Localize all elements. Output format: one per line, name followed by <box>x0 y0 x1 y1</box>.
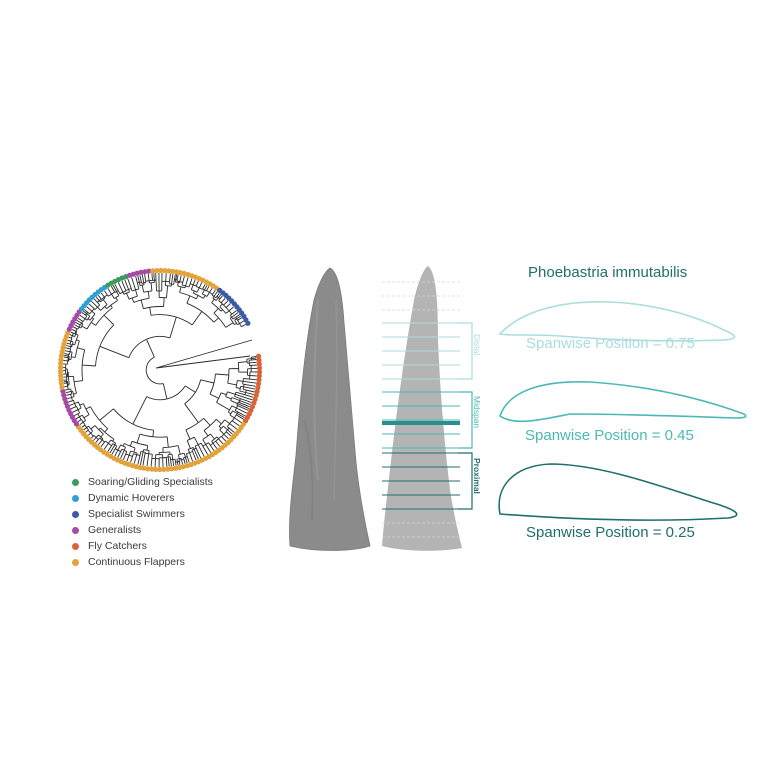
tree-tip-marker <box>256 365 263 371</box>
tree-tip-marker <box>165 466 171 472</box>
tree-tip-marker <box>134 270 140 276</box>
section-label-0.45: Spanwise Position = 0.45 <box>525 427 694 444</box>
legend-dot-icon <box>72 494 79 502</box>
tree-tip-marker <box>255 385 261 391</box>
tree-tip-marker <box>255 381 262 387</box>
zone-label-midspan: Midspan <box>472 396 482 428</box>
legend-item: Generalists <box>72 522 213 538</box>
legend-item: Continuous Flappers <box>72 554 213 570</box>
tree-tip-marker <box>57 368 64 375</box>
section-slice-lines <box>382 281 460 538</box>
tree-tip-marker <box>256 357 262 363</box>
tree-tip-marker <box>255 353 262 359</box>
tree-tip-marker <box>169 466 175 472</box>
tree-tip-marker <box>149 466 155 472</box>
legend-label: Soaring/Gliding Specialists <box>88 476 213 488</box>
tree-tip-marker <box>245 320 251 326</box>
section-outline-0.45 <box>499 381 747 423</box>
tree-tip-marker <box>177 270 183 276</box>
cross-section-outlines <box>498 300 747 521</box>
tree-tip-marker <box>59 349 65 355</box>
tree-tip-marker <box>256 377 262 383</box>
tree-tip-marker <box>150 268 156 274</box>
section-outline-0.25 <box>498 463 738 521</box>
section-label-0.25: Spanwise Position = 0.25 <box>526 524 695 541</box>
tree-tip-marker <box>161 466 167 472</box>
legend-dot-icon <box>72 510 79 518</box>
legend: Soaring/Gliding Specialists Dynamic Hove… <box>72 474 213 570</box>
tree-tip-marker <box>142 269 148 275</box>
legend-dot-icon <box>72 526 79 534</box>
tree-long-branch <box>155 339 253 369</box>
feather-silhouette <box>382 266 462 551</box>
tree-tip-marker <box>146 268 152 274</box>
legend-item: Dynamic Hoverers <box>72 490 213 506</box>
tree-branch-paths <box>62 272 258 468</box>
tree-tip-marker <box>176 465 183 471</box>
tree-tip-marker <box>141 465 147 471</box>
zone-label-proximal: Proximal <box>472 458 482 494</box>
tree-tip-marker <box>58 361 64 367</box>
tree-tip-marker <box>169 268 176 274</box>
tree-tip-markers <box>57 267 263 473</box>
tree-tip-marker <box>253 392 259 398</box>
tree-tip-marker <box>153 466 159 472</box>
tree-tip-marker <box>58 357 64 363</box>
tree-tip-marker <box>158 267 164 274</box>
section-label-0.75: Spanwise Position = 0.75 <box>526 335 695 352</box>
feather-mesh-render <box>289 267 371 551</box>
legend-label: Fly Catchers <box>88 540 147 552</box>
legend-dot-icon <box>72 558 79 566</box>
legend-label: Specialist Swimmers <box>88 508 185 520</box>
tree-tip-marker <box>60 388 66 394</box>
legend-dot-icon <box>72 478 79 486</box>
legend-item: Soaring/Gliding Specialists <box>72 474 213 490</box>
legend-dot-icon <box>72 542 79 550</box>
legend-label: Generalists <box>88 524 142 536</box>
tree-tip-marker <box>162 268 168 274</box>
tree-tip-marker <box>62 396 68 402</box>
tree-tip-marker <box>256 361 262 367</box>
tree-tip-marker <box>58 353 65 359</box>
tree-tip-marker <box>256 373 262 379</box>
tree-tip-marker <box>58 380 64 386</box>
tree-tip-marker <box>256 369 263 375</box>
species-title: Phoebastria immutabilis <box>528 264 688 281</box>
legend-label: Continuous Flappers <box>88 556 185 568</box>
tree-tip-marker <box>154 268 160 274</box>
phylogenetic-tree <box>57 267 263 473</box>
tree-tip-marker <box>57 365 64 371</box>
tree-tip-marker <box>184 463 190 469</box>
zone-brackets: Distal Midspan Proximal <box>458 322 482 510</box>
tree-tip-marker <box>166 268 172 274</box>
tree-tip-marker <box>58 372 64 379</box>
tree-tip-marker <box>145 466 151 472</box>
legend-label: Dynamic Hoverers <box>88 492 175 504</box>
tree-tip-marker <box>138 269 144 275</box>
zone-label-distal: Distal <box>472 334 482 355</box>
section-outline-0.75 <box>498 300 736 342</box>
legend-item: Fly Catchers <box>72 538 213 554</box>
legend-item: Specialist Swimmers <box>72 506 213 522</box>
tree-tip-marker <box>173 465 179 471</box>
tree-branches <box>62 272 258 468</box>
tree-tip-marker <box>157 466 163 473</box>
tree-tip-marker <box>58 376 64 382</box>
tree-tip-marker <box>59 384 65 390</box>
tree-tip-marker <box>137 464 143 471</box>
